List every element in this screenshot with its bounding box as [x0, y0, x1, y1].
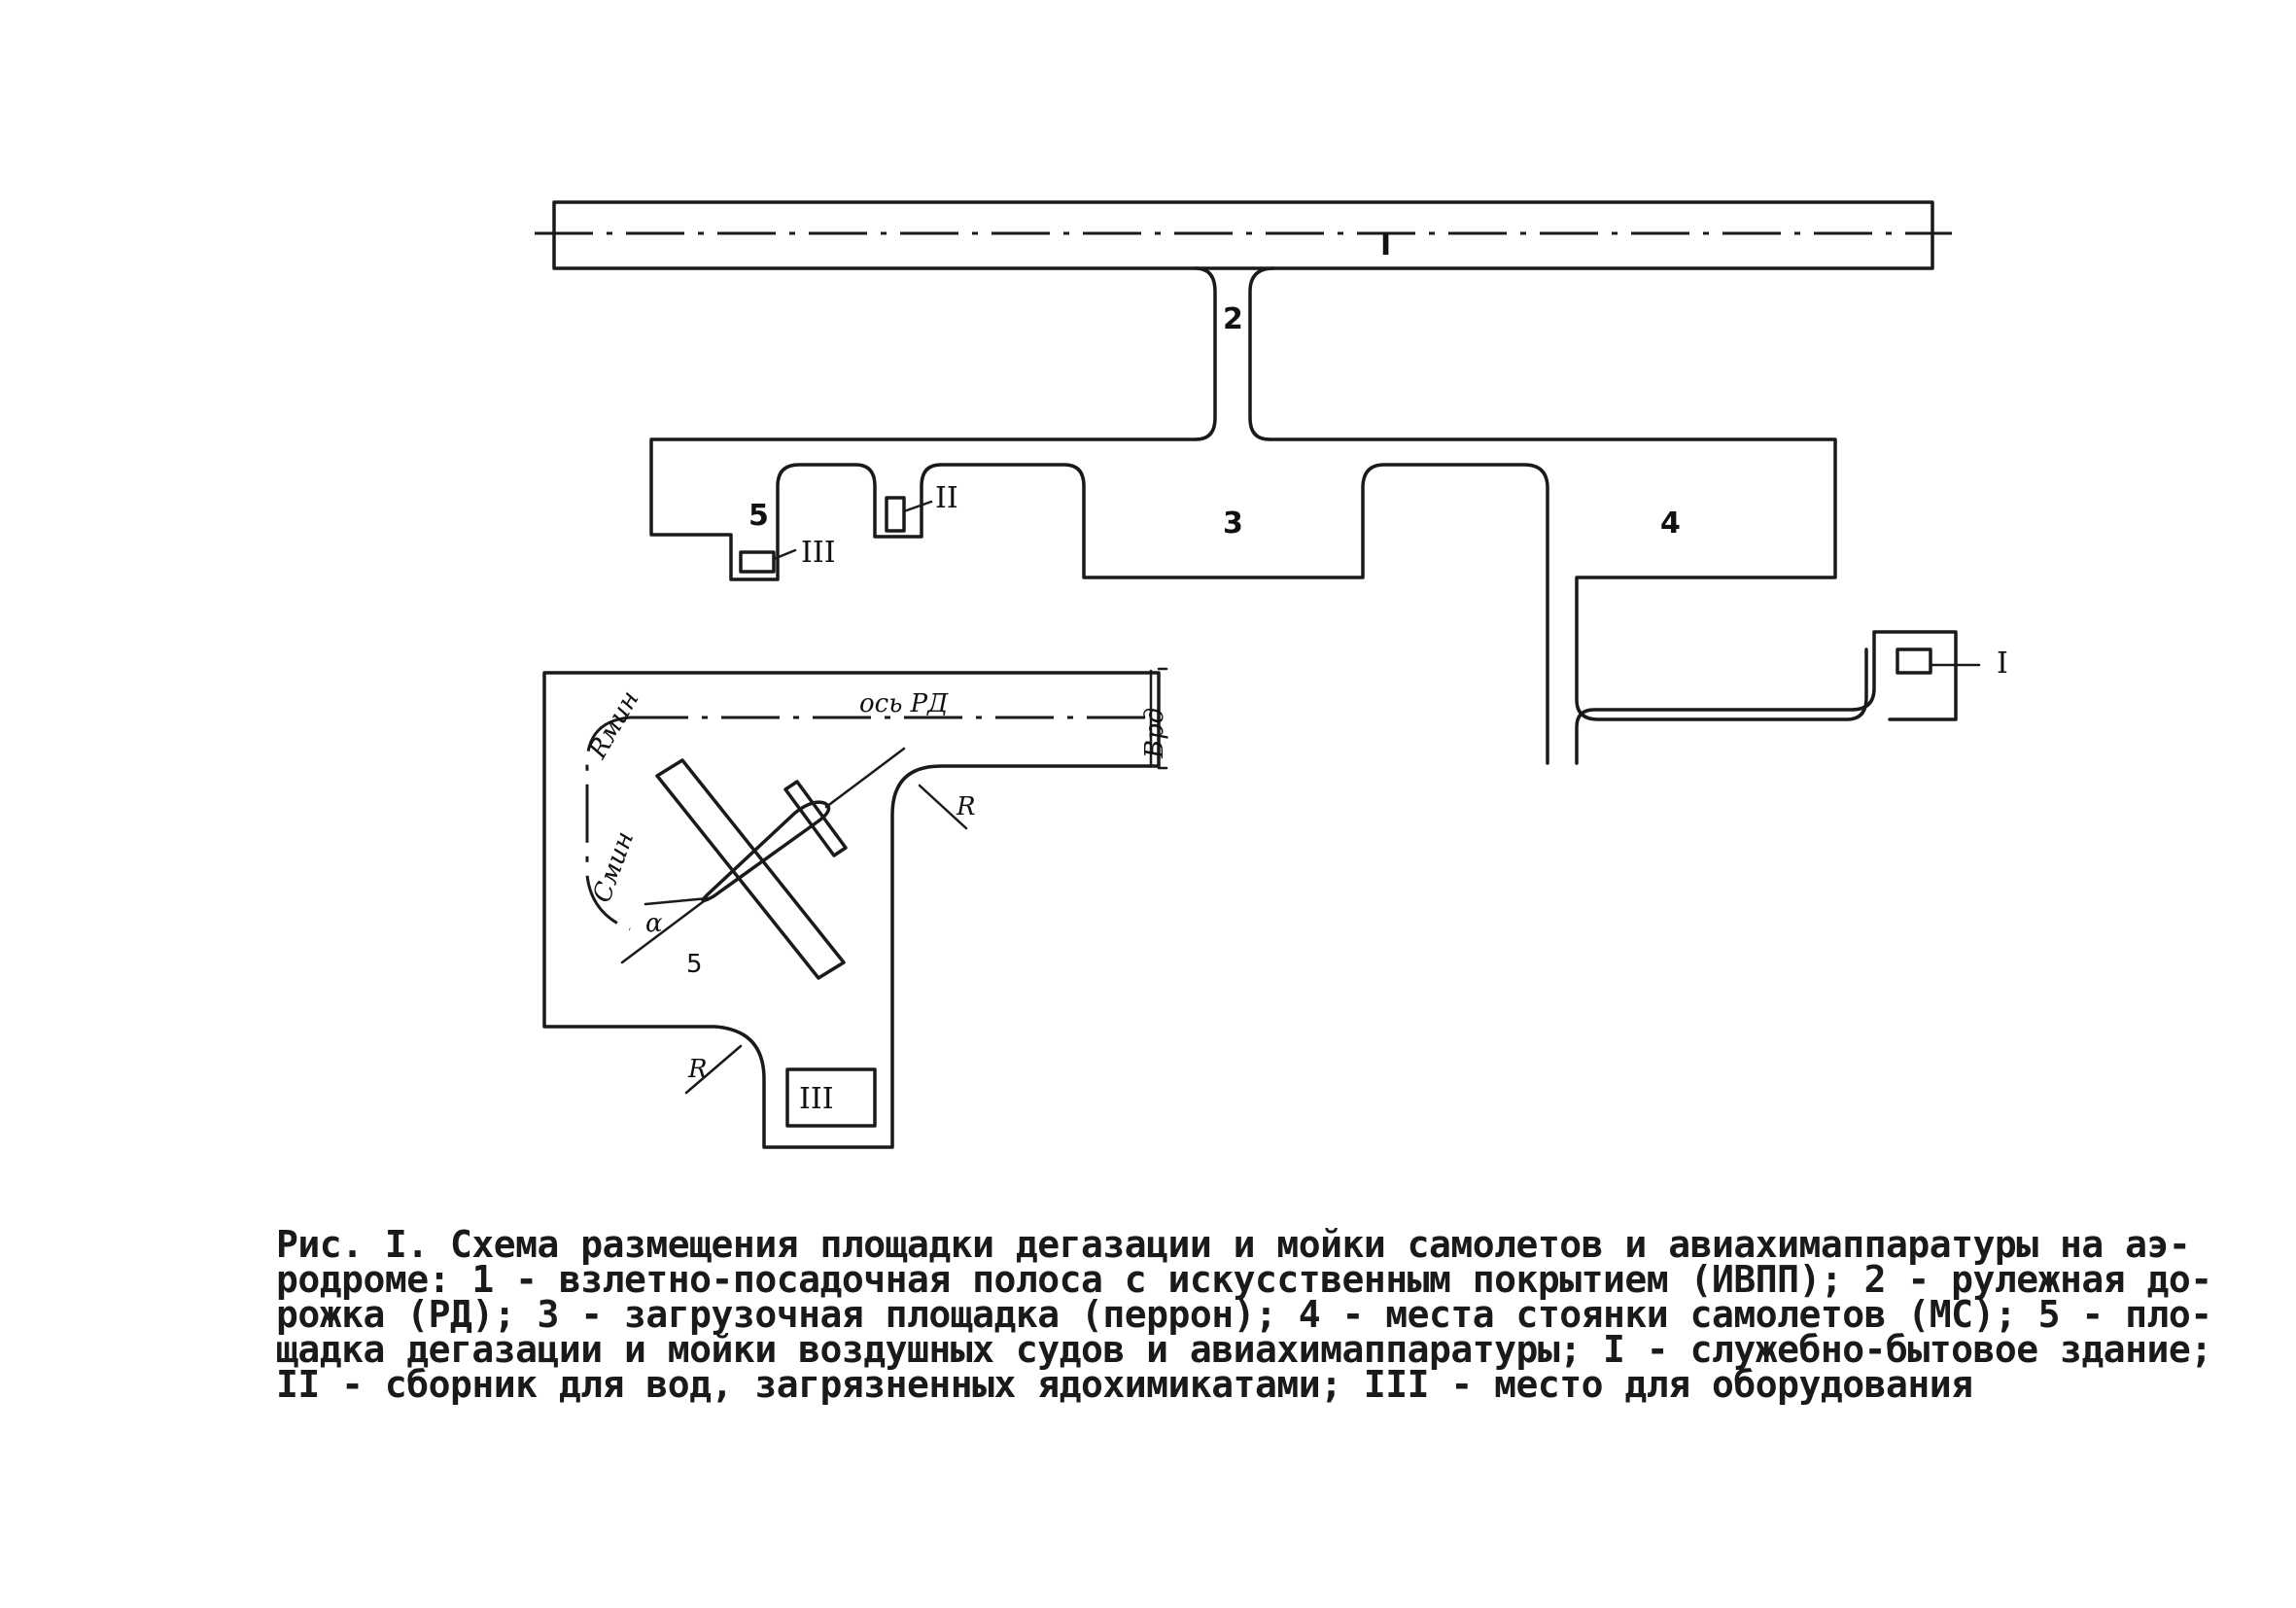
radius-marker-2 [684, 1044, 743, 1095]
taxiway: 2 [1194, 266, 1275, 441]
marker-II-leader [902, 500, 933, 513]
caption-line-5: II - сборник для вод, загрязненных ядохи… [276, 1363, 1973, 1406]
turning-path [585, 716, 631, 931]
pad-small-label: 5 [748, 499, 769, 533]
aircraft-icon: α [620, 747, 906, 980]
angle-ray [644, 896, 710, 906]
taxiway-label: 2 [1223, 302, 1243, 336]
marker-III-small-box [739, 550, 776, 574]
radius-label-2: R [687, 1055, 708, 1084]
figure-caption: Рис. I. Схема размещения площадки дегаза… [276, 1223, 2212, 1406]
caption-line-2: родроме: 1 - взлетно-посадочная полоса с… [276, 1258, 2212, 1301]
runway-outline [552, 200, 1934, 270]
marker-I-label: I [1997, 647, 2008, 681]
caption-line-1: Рис. I. Схема размещения площадки дегаза… [276, 1223, 2191, 1266]
marker-II-box [885, 496, 906, 533]
marker-III-large-label: III [799, 1082, 834, 1116]
radius-min-label: Rмин [583, 686, 645, 765]
aircraft-tail [783, 780, 848, 857]
stands-label: 4 [1660, 507, 1681, 541]
runway-label: I [1380, 228, 1391, 262]
aircraft-wing [655, 758, 846, 980]
apron-complex: 5 3 4 III II I [649, 437, 2008, 765]
caption-line-3: рожка (РД); 3 - загрузочная площадка (пе… [276, 1293, 2212, 1336]
apron-outline [649, 437, 1958, 765]
apron-label: 3 [1223, 507, 1243, 541]
marker-II-label: II [935, 481, 958, 515]
taxiway-left-edge [1194, 266, 1217, 441]
radius-marker-1 [918, 784, 968, 830]
angle-label: α [645, 909, 663, 938]
marker-III-large-box [785, 1067, 877, 1128]
marker-III-small-label: III [801, 536, 836, 570]
aircraft-axis-rear [620, 896, 710, 964]
clearance-label: Смин [587, 827, 640, 906]
radius-label-1: R [956, 792, 976, 821]
aircraft-axis [824, 747, 906, 809]
marker-I-box [1896, 647, 1932, 675]
runway: I [535, 200, 1952, 270]
width-rd-label: Врд [1140, 708, 1169, 759]
axis-rd-label: ось РД [859, 689, 949, 718]
aircraft-fuselage [701, 800, 831, 903]
pad-detail-outline [542, 671, 1161, 1149]
pad-detail: ось РД Врд Rмин Смин R R α 5 III [542, 667, 1169, 1149]
taxiway-right-edge [1248, 266, 1275, 441]
caption-line-4: щадка дегазации и мойки воздушных судов … [276, 1328, 2212, 1371]
pad-large-label: 5 [686, 950, 703, 979]
marker-III-small-leader [772, 548, 797, 561]
